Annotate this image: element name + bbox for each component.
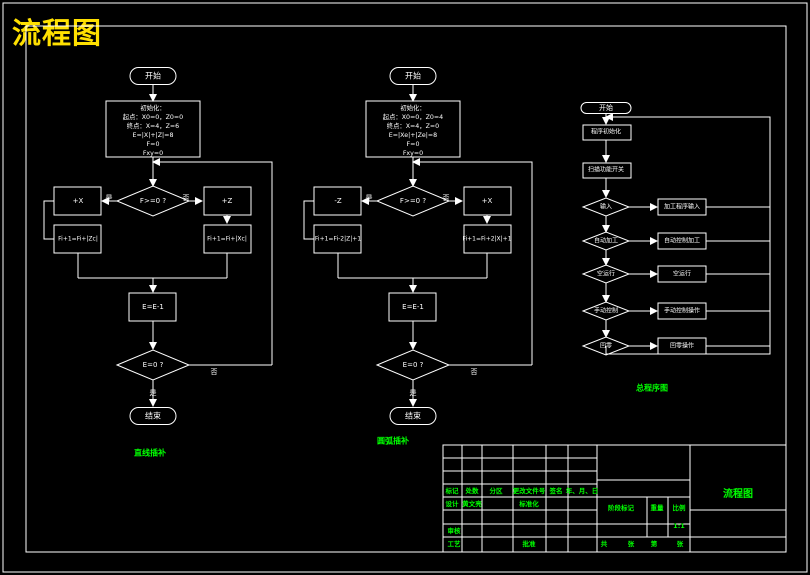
action-label: 自动控制加工: [664, 237, 700, 245]
start-terminal: [129, 67, 177, 85]
arc-caption: 圆弧插补: [377, 436, 409, 446]
sheet-label: 第: [651, 539, 658, 548]
start-label: 开始: [599, 103, 613, 112]
table-cell-label: 审核: [448, 526, 462, 535]
right-calc-label: Fi+1=Fi+|Xc|: [207, 236, 247, 243]
action-label: 加工程序输入: [664, 203, 700, 211]
no-label: 否: [211, 368, 218, 376]
no-label: 否: [183, 194, 190, 202]
condition-label: F>=0 ?: [400, 197, 426, 205]
table-cell-label: 设计: [446, 499, 460, 508]
connector-line: [43, 200, 54, 240]
table-cell-label: 分区: [490, 486, 504, 495]
end-terminal: [129, 407, 177, 425]
end-label: 结束: [405, 411, 421, 421]
table-cell-label: 签名: [549, 486, 563, 495]
table-cell-label: 工艺: [448, 539, 462, 548]
sheet-label: 张: [628, 539, 635, 548]
table-cell-label: 批准: [523, 539, 537, 548]
decrement-label: E=E-1: [402, 303, 424, 311]
inner-frame: [25, 25, 787, 553]
table-cell-label: 比例: [673, 503, 687, 512]
init-line: 初始化：: [140, 103, 165, 112]
sheet-label: 共: [601, 539, 608, 548]
end-terminal: [389, 407, 437, 425]
init-label: 程序初始化: [591, 128, 621, 136]
init-line: Fxy=0: [143, 150, 163, 157]
title-block-frame: [442, 444, 787, 553]
init-line: 初始化：: [400, 103, 425, 112]
action-label: 空运行: [673, 270, 691, 278]
init-line: F=0: [407, 141, 420, 148]
end-condition-label: E=0 ?: [403, 361, 424, 369]
title-block: 流程图 标记处数 分区更改文件号签名年、月、日设计黄文亮 标准化 阶段标记 重量比例 1:1…: [442, 444, 787, 553]
decision-label: 空运行: [597, 270, 615, 278]
init-line: 起点：X0=0，Z0=0: [123, 113, 183, 121]
table-cell-label: 处数: [465, 486, 480, 495]
init-line: F=0: [147, 141, 160, 148]
right-move-label: +X: [482, 197, 493, 205]
init-line: 终点：X=4，Z=6: [127, 121, 179, 130]
scale-value: 1:1: [673, 522, 685, 530]
table-cell-label: 阶段标记: [608, 503, 635, 512]
right-calc-label: Fi+1=Fi+2|X|+1: [462, 236, 511, 243]
table-cell-label: 年、月、日: [566, 486, 599, 495]
decrement-label: E=E-1: [142, 303, 164, 311]
main-caption: 总程序图: [636, 383, 668, 393]
left-move-label: +X: [73, 197, 84, 205]
start-label: 开始: [405, 71, 421, 81]
right-move-label: +Z: [222, 197, 233, 205]
left-calc-label: Fi+1=Fi+|Zc|: [58, 236, 98, 243]
main-loop-return: [605, 113, 771, 355]
table-cell-label: 黄文亮: [462, 499, 482, 508]
init-line: E=|Xe|+|Ze|=8: [389, 132, 437, 139]
condition-label: F>=0 ?: [140, 197, 166, 205]
action-label: 回零操作: [670, 342, 694, 350]
yes-label: 是: [366, 194, 373, 202]
end-label: 结束: [145, 411, 161, 421]
init-line: Fxy=0: [403, 150, 423, 157]
no-label: 否: [443, 194, 450, 202]
no-label: 否: [471, 368, 478, 376]
start-label: 开始: [145, 71, 161, 81]
table-cell-label: 重量: [651, 503, 665, 512]
left-calc-label: Fi+1=Fi-2|Z|+1: [315, 236, 361, 243]
loop-return-line: [412, 158, 533, 365]
action-label: 手动控制操作: [664, 307, 700, 315]
decision-label: 输入: [600, 203, 612, 211]
yes-label: 是: [106, 194, 113, 202]
left-move-label: -Z: [334, 197, 342, 205]
table-cell-label: 标记: [445, 486, 460, 495]
init-line: 起点：X0=0，Z0=4: [383, 113, 443, 121]
line-interpolation-flowchart: 开始初始化：起点：X0=0，Z0=0终点：X=4，Z=6E=|X|+|Z|=8F…: [43, 67, 273, 458]
connector-line: [303, 200, 314, 240]
drawing-title: 流程图: [12, 16, 103, 50]
scan-label: 扫描功能开关: [588, 166, 624, 174]
decision-label: 自动加工: [594, 237, 618, 245]
scan-box: [582, 162, 632, 179]
end-condition-label: E=0 ?: [143, 361, 164, 369]
sheet-label: 张: [677, 539, 684, 548]
line-caption: 直线插补: [134, 448, 166, 458]
table-cell-label: 标准化: [518, 499, 539, 508]
drawing-name: 流程图: [723, 487, 753, 500]
loop-return-line: [152, 158, 273, 365]
table-cell-label: 更改文件号: [513, 486, 546, 495]
arc-interpolation-flowchart: 开始初始化：起点：X0=0，Z0=4终点：X=4，Z=0E=|Xe|+|Ze|=…: [303, 67, 533, 446]
init-line: E=|X|+|Z|=8: [133, 132, 174, 139]
decision-label: 手动控制: [594, 307, 618, 315]
decision-label: 回零: [600, 343, 612, 350]
yes-label: 是: [150, 389, 157, 397]
init-box: [582, 124, 632, 141]
main-program-flowchart: 开始程序初始化扫描功能开关输入加工程序输入自动加工自动控制加工空运行空运行手动控…: [580, 102, 771, 393]
init-line: 终点：X=4，Z=0: [387, 121, 439, 130]
yes-label: 是: [410, 389, 417, 397]
start-terminal: [389, 67, 437, 85]
